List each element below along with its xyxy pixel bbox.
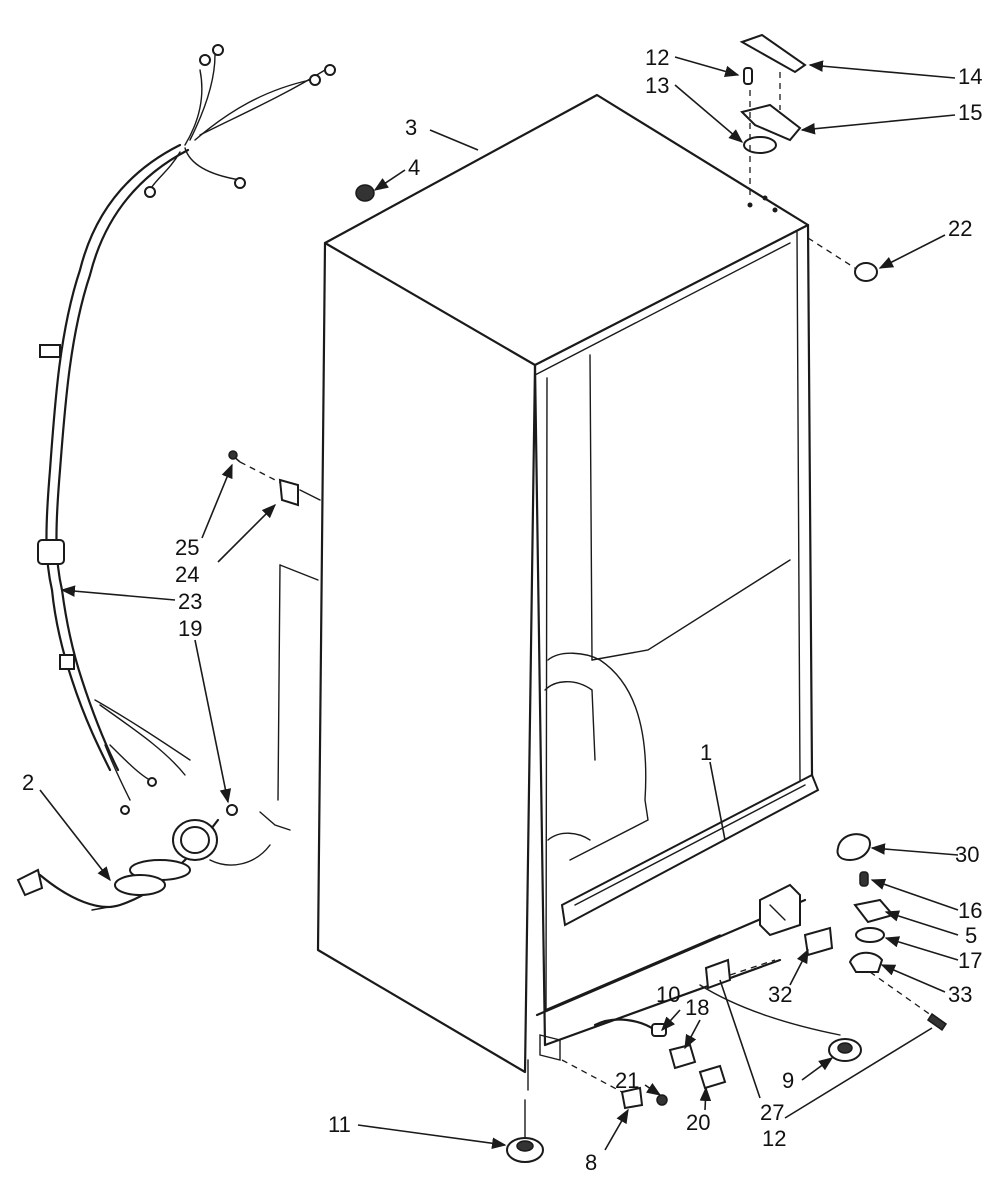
- cabinet: [277, 93, 814, 1091]
- callout-30: 30: [955, 842, 979, 867]
- callout-5: 5: [965, 923, 977, 948]
- leader-lines: [39, 56, 959, 1151]
- cap-plug: [355, 184, 375, 202]
- callout-14: 14: [958, 64, 982, 89]
- callout-2: 2: [22, 770, 34, 795]
- callout-27: 27: [760, 1100, 784, 1125]
- callout-3: 3: [405, 115, 417, 140]
- callout-12-bottom: 12: [762, 1126, 786, 1151]
- callout-9: 9: [782, 1068, 794, 1093]
- callout-25: 25: [175, 535, 199, 560]
- callout-23: 23: [178, 589, 202, 614]
- callout-24: 24: [175, 562, 199, 587]
- callout-19: 19: [178, 616, 202, 641]
- plug-button: [807, 237, 878, 282]
- top-hinge-assembly: [739, 33, 807, 213]
- callout-12-top: 12: [645, 45, 669, 70]
- callout-labels: 1 2 3 4 12 13 14 15 22 25 24 23 19 30 16…: [22, 45, 982, 1175]
- callout-10: 10: [656, 982, 680, 1007]
- callout-32: 32: [768, 982, 792, 1007]
- callout-11: 11: [328, 1112, 351, 1137]
- cross-brace: [560, 773, 820, 927]
- wire-harness: [37, 44, 336, 815]
- callout-33: 33: [948, 982, 972, 1007]
- callout-17: 17: [958, 948, 982, 973]
- callout-4: 4: [408, 155, 420, 180]
- callout-20: 20: [686, 1110, 710, 1135]
- bracket-and-screw: [228, 450, 321, 507]
- callout-15: 15: [958, 100, 982, 125]
- callout-21: 21: [615, 1068, 639, 1093]
- callout-8: 8: [585, 1150, 597, 1175]
- callout-16: 16: [958, 898, 982, 923]
- power-cord: [16, 804, 291, 911]
- callout-13: 13: [645, 73, 669, 98]
- callout-22: 22: [948, 216, 972, 241]
- callout-1: 1: [700, 740, 712, 765]
- bottom-hardware: [506, 833, 948, 1163]
- callout-18: 18: [685, 995, 709, 1020]
